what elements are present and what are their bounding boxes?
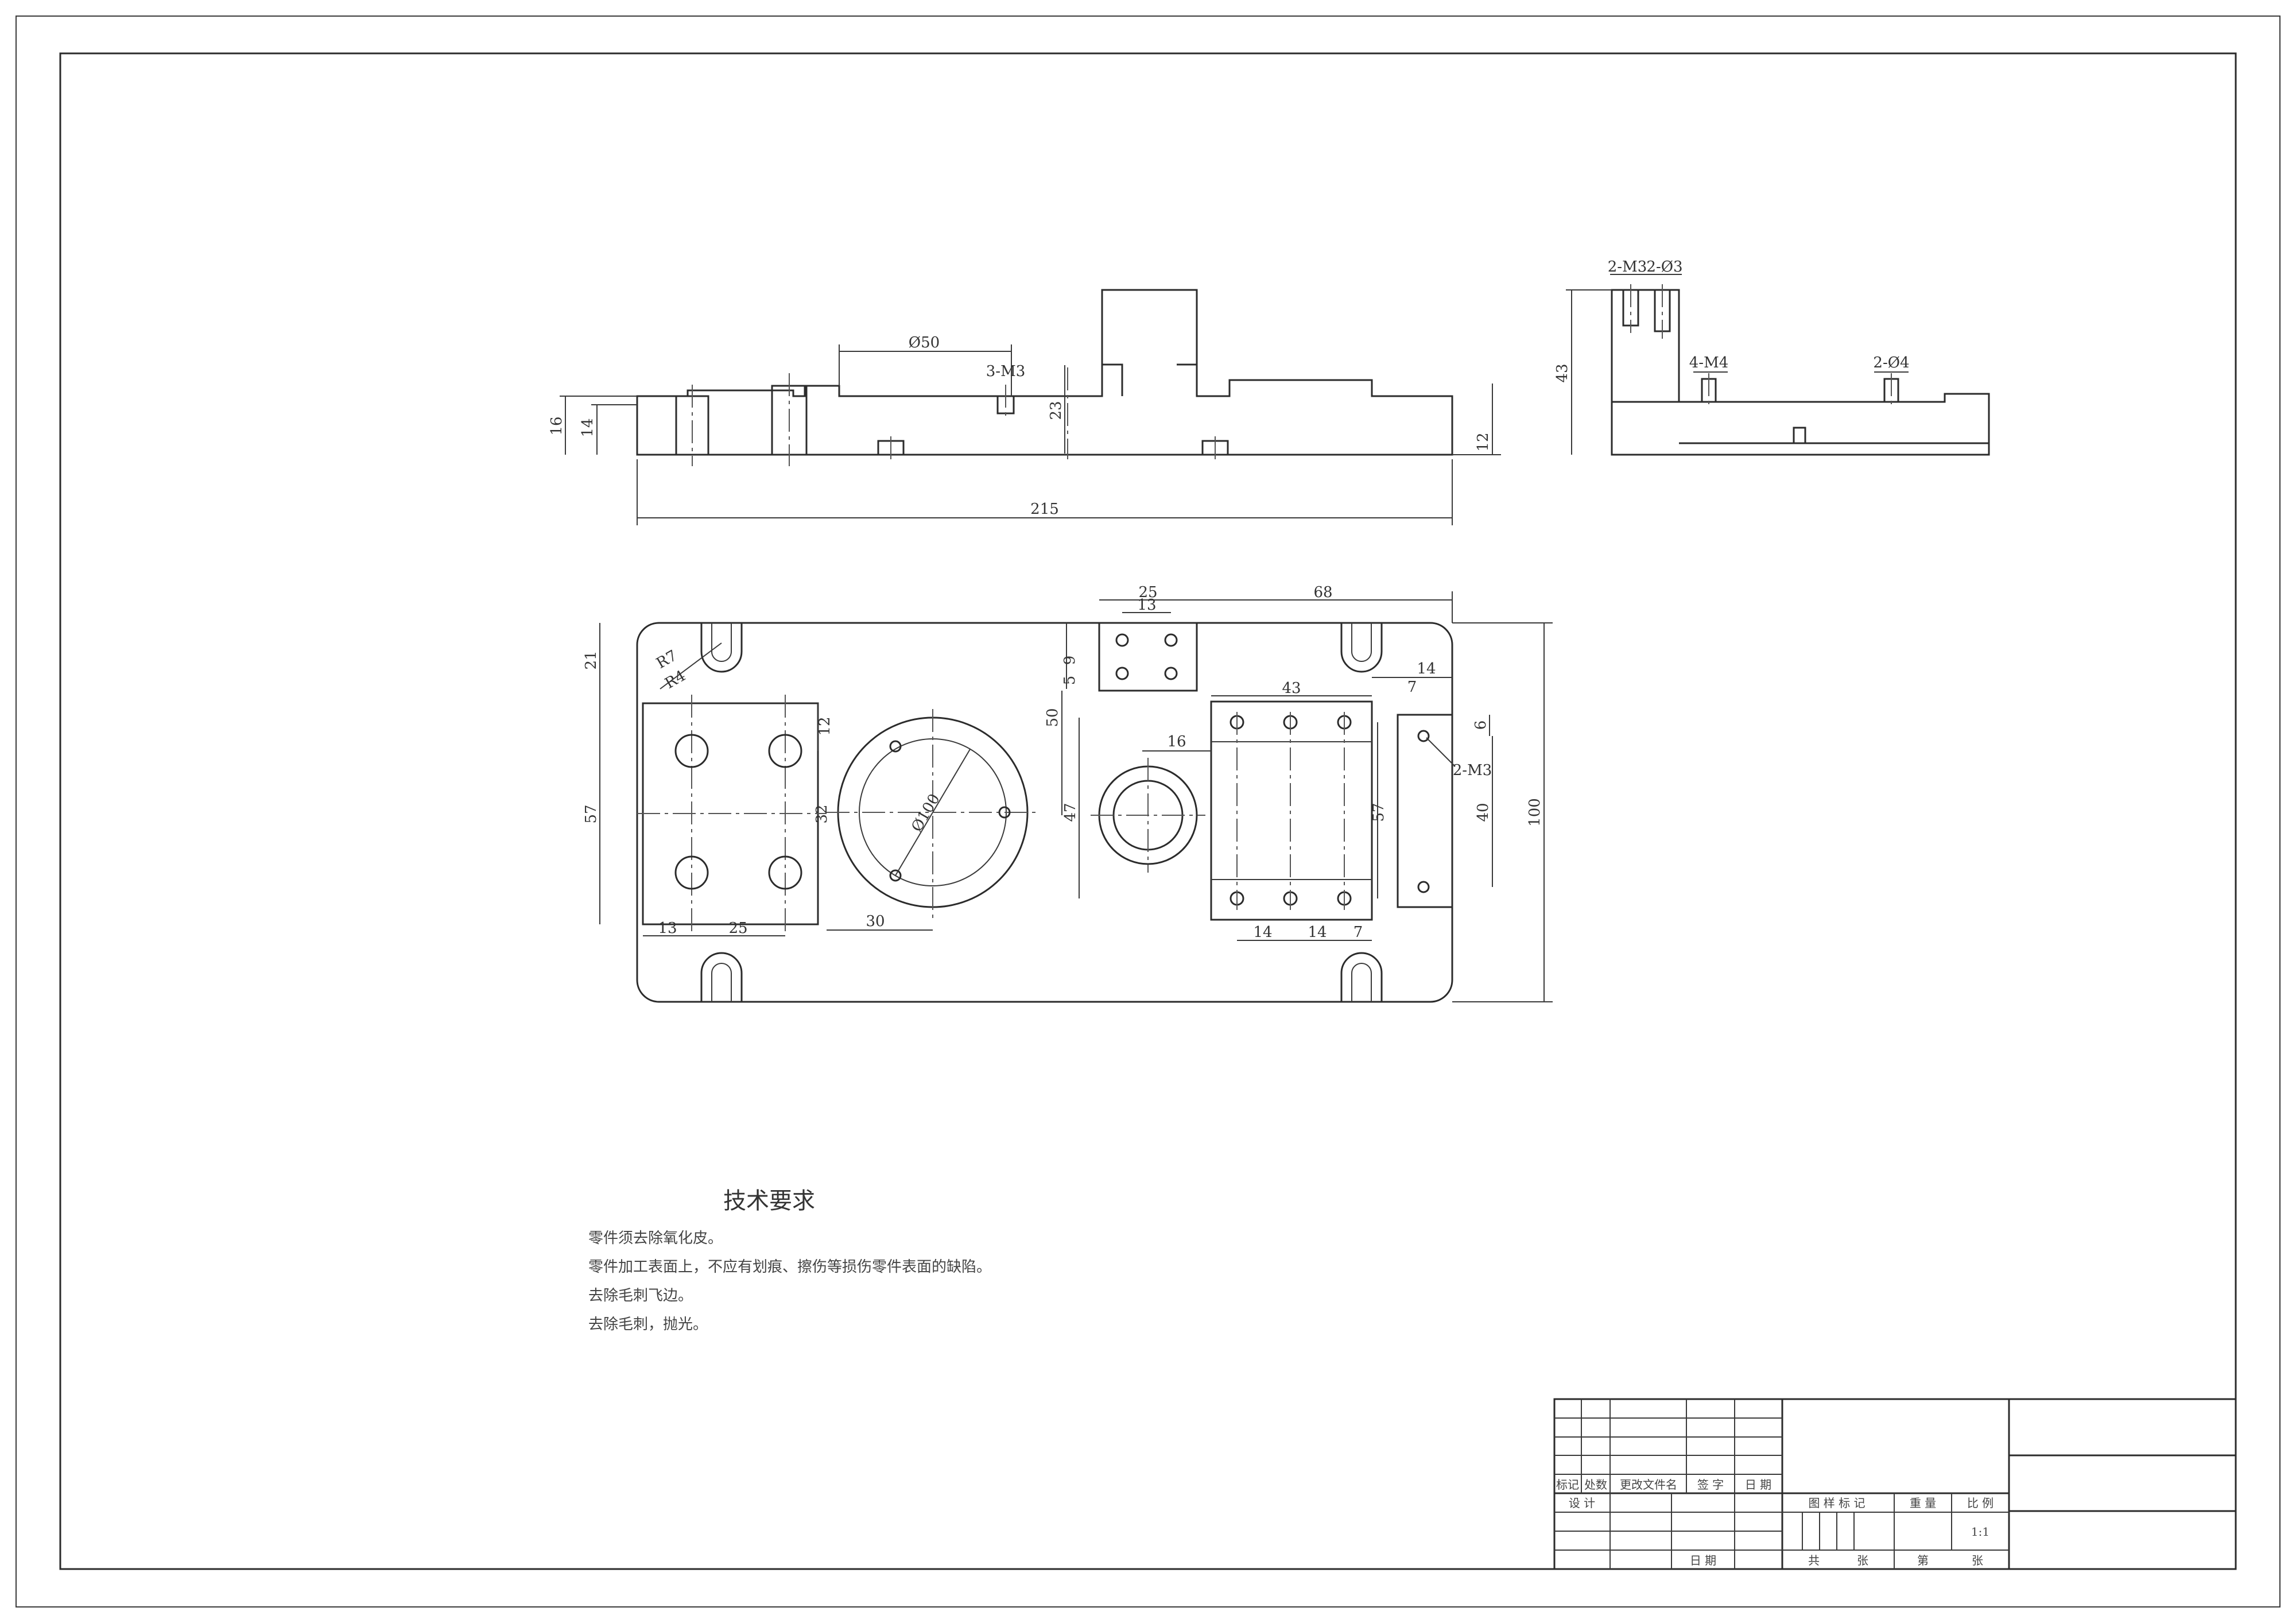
- slot-top-right: [1340, 623, 1383, 673]
- tb-weight: 重 量: [1910, 1496, 1936, 1510]
- slot-bottom-right: [1340, 952, 1383, 1002]
- dim-side-2m3: 2-M3: [1608, 258, 1647, 276]
- dim-top-50: 50: [1044, 708, 1061, 727]
- side-section-view: 2-M3 2-Ø3 4-M4 2-Ø4 43: [1554, 258, 1990, 456]
- inner-border: [59, 52, 2237, 1570]
- dim-top-47: 47: [1062, 803, 1079, 822]
- slot-top-left: [700, 623, 743, 673]
- dim-top-5: 5: [1061, 676, 1079, 685]
- dim-side-2d4: 2-Ø4: [1873, 354, 1909, 371]
- dim-top-40: 40: [1475, 803, 1492, 822]
- dim-side-4m4: 4-M4: [1689, 354, 1729, 371]
- tb-docno: 更改文件名: [1620, 1478, 1677, 1492]
- dim-top-25b: 25: [728, 920, 747, 937]
- dim-front-14: 14: [579, 418, 596, 437]
- tb-sheet1: 张: [1857, 1554, 1868, 1567]
- tb-mark: 标记: [1556, 1478, 1579, 1492]
- dim-front-215: 215: [1030, 501, 1059, 518]
- dim-side-2d3: 2-Ø3: [1646, 258, 1682, 276]
- notes-line-2: 零件加工表面上，不应有划痕、擦伤等损伤零件表面的缺陷。: [588, 1258, 991, 1276]
- tb-count: 处数: [1584, 1478, 1607, 1492]
- dim-top-2m3: 2-M3: [1453, 762, 1492, 779]
- right-block: [1210, 700, 1373, 921]
- dim-top-14: 14: [1417, 660, 1436, 677]
- dim-top-57b: 57: [1370, 803, 1387, 822]
- dim-top-100: 100: [1526, 798, 1543, 827]
- tb-sign: 签 字: [1697, 1478, 1724, 1492]
- notes-line-4: 去除毛刺，抛光。: [588, 1316, 708, 1333]
- notes-line-3: 去除毛刺飞边。: [588, 1287, 693, 1304]
- dim-top-43: 43: [1282, 680, 1301, 697]
- dim-top-68: 68: [1313, 584, 1332, 601]
- dim-top-7b: 7: [1353, 924, 1363, 941]
- dim-top-9: 9: [1061, 656, 1079, 665]
- top-outline: [636, 622, 1453, 1003]
- dim-top-6: 6: [1472, 721, 1490, 730]
- tb-total: 共: [1808, 1554, 1820, 1567]
- dim-top-30: 30: [866, 913, 885, 930]
- dim-top-57a: 57: [583, 804, 600, 823]
- dim-top-32: 32: [813, 804, 831, 823]
- tb-num: 第: [1917, 1554, 1929, 1567]
- technical-requirements: 技术要求 零件须去除氧化皮。 零件加工表面上，不应有划痕、擦伤等损伤零件表面的缺…: [588, 1188, 991, 1333]
- tb-scale-value: 1:1: [1971, 1525, 1989, 1539]
- side-bottom-hole: [1793, 427, 1806, 444]
- dim-top-25: 25: [1138, 584, 1157, 601]
- dim-top-14c: 14: [1308, 924, 1327, 941]
- front-section-body: [636, 289, 1453, 456]
- dim-side-43: 43: [1554, 363, 1571, 382]
- front-section-view: Ø50 3-M3 23 16 14 12 215: [548, 289, 1501, 525]
- dim-top-13: 13: [1137, 596, 1156, 614]
- dim-top-r7: R7: [654, 647, 680, 672]
- tb-date: 日 期: [1745, 1478, 1771, 1492]
- dim-top-12: 12: [816, 716, 833, 735]
- dim-front-3m3: 3-M3: [986, 363, 1026, 380]
- top-plate-small: [1098, 622, 1198, 692]
- top-view: Ø100 25 13 68: [583, 584, 1553, 1003]
- dim-top-16: 16: [1167, 733, 1186, 750]
- tb-stage: 图 样 标 记: [1808, 1496, 1865, 1510]
- notes-line-1: 零件须去除氧化皮。: [588, 1230, 723, 1247]
- notes-title: 技术要求: [723, 1188, 815, 1214]
- title-block: 标记 处数 更改文件名 签 字 日 期 设 计 日 期 图 样 标 记 重 量 …: [1553, 1398, 2237, 1570]
- narrow-side-block: [1397, 714, 1453, 908]
- dim-front-23: 23: [1048, 401, 1065, 420]
- dim-top-7a: 7: [1407, 679, 1417, 696]
- dim-top-13b: 13: [658, 920, 677, 937]
- front-block-notch: [1102, 363, 1198, 396]
- tb-design: 设 计: [1569, 1496, 1595, 1510]
- dim-top-14b: 14: [1253, 924, 1272, 941]
- side-section-body: [1611, 289, 1990, 456]
- dim-front-16: 16: [548, 416, 565, 435]
- tb-sheet2: 张: [1972, 1554, 1983, 1567]
- dim-top-21: 21: [583, 650, 600, 669]
- tb-review-date: 日 期: [1690, 1554, 1716, 1567]
- dim-front-12: 12: [1475, 432, 1492, 451]
- dim-front-050: Ø50: [909, 334, 940, 351]
- slot-bottom-left: [700, 952, 743, 1002]
- tb-scale-label: 比 例: [1967, 1496, 1994, 1510]
- outer-border: [15, 16, 2281, 1607]
